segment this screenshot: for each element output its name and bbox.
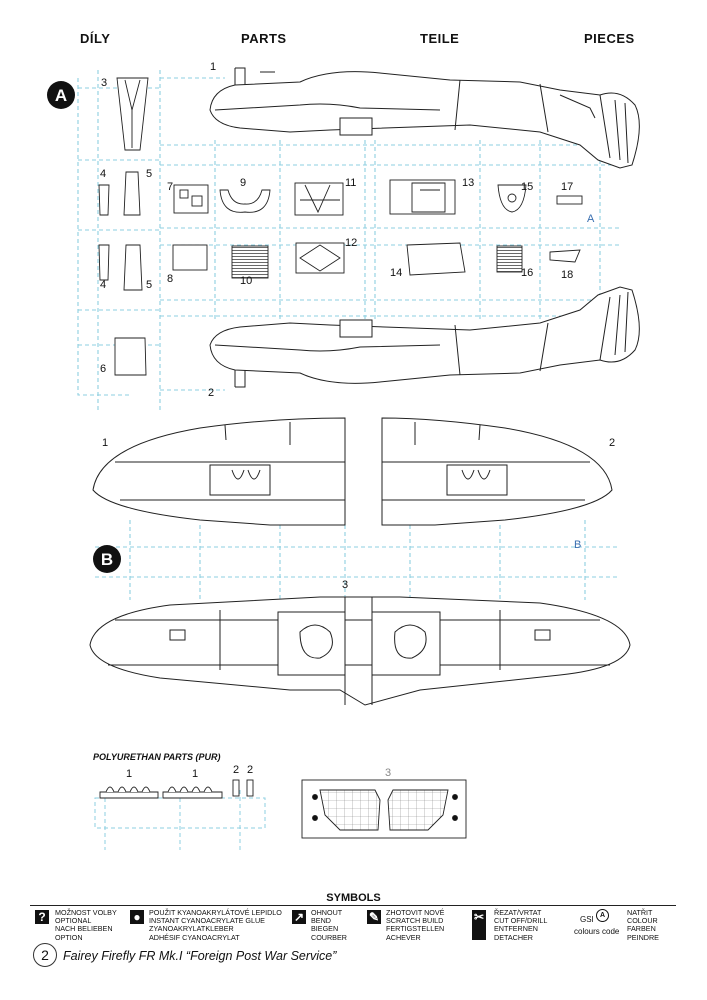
- fuselage-half-2: [209, 286, 640, 388]
- wing-halves: [92, 417, 613, 526]
- pur-frame: [94, 790, 266, 850]
- part-label-17: 17: [561, 181, 573, 193]
- pur-panel-3: [301, 779, 467, 839]
- part-label-5a: 5: [146, 168, 152, 180]
- part-label-15: 15: [521, 181, 533, 193]
- part-label-2: 2: [208, 387, 214, 399]
- sprue-b-mark: B: [574, 539, 581, 551]
- pur-label-2a: 2: [233, 764, 239, 776]
- question-icon: ?: [35, 910, 49, 924]
- part-label-13: 13: [462, 177, 474, 189]
- fuselage-half-1: [209, 67, 640, 169]
- part-label-1: 1: [210, 61, 216, 73]
- part-label-16: 16: [521, 267, 533, 279]
- pur-label-1b: 1: [192, 768, 198, 780]
- part-label-3: 3: [101, 77, 107, 89]
- symbols-title: SYMBOLS: [326, 892, 381, 904]
- svg-text:A: A: [55, 86, 67, 105]
- part-label-7: 7: [167, 181, 173, 193]
- pur-title: POLYURETHAN PARTS (PUR): [93, 752, 221, 762]
- cut-off-icon: ✂: [472, 910, 486, 940]
- wing-label-3: 3: [342, 579, 348, 591]
- svg-text:B: B: [101, 550, 113, 569]
- symbols-divider: [30, 905, 676, 906]
- pur-parts: [99, 779, 254, 799]
- lower-wing: [89, 596, 631, 706]
- part-label-18: 18: [561, 269, 573, 281]
- part-label-10: 10: [240, 275, 252, 287]
- small-parts-a: [98, 77, 583, 376]
- part-label-8: 8: [167, 273, 173, 285]
- part-label-4a: 4: [100, 168, 106, 180]
- header-fr: PIECES: [584, 31, 635, 46]
- paint-icon: A: [596, 909, 609, 922]
- pur-label-2b: 2: [247, 764, 253, 776]
- wing-label-1: 1: [102, 437, 108, 449]
- sprue-b-badge: B: [93, 545, 121, 573]
- header-de: TEILE: [420, 31, 460, 46]
- part-label-14: 14: [390, 267, 402, 279]
- header-cz: DÍLY: [80, 31, 111, 46]
- header-en: PARTS: [241, 31, 287, 46]
- part-label-12: 12: [345, 237, 357, 249]
- page-number: 2: [33, 943, 57, 967]
- sprue-a-frame: [77, 70, 620, 410]
- scratch-build-icon: ✎: [367, 910, 381, 924]
- sprue-a-mark: A: [587, 213, 595, 225]
- sprue-a-badge: A: [47, 81, 75, 109]
- pur-label-3: 3: [385, 767, 391, 779]
- colours-code-label: colours code: [574, 927, 620, 936]
- part-label-5b: 5: [146, 279, 152, 291]
- bend-icon: ↗: [292, 910, 306, 924]
- glue-drop-icon: ●: [130, 910, 144, 924]
- sprue-b-frame: [95, 520, 620, 600]
- part-label-9: 9: [240, 177, 246, 189]
- pur-label-1a: 1: [126, 768, 132, 780]
- footer-title: Fairey Firefly FR Mk.I “Foreign Post War…: [63, 949, 337, 963]
- part-label-6: 6: [100, 363, 106, 375]
- wing-label-2: 2: [609, 437, 615, 449]
- gsi-label: GSI: [580, 915, 594, 924]
- part-label-11: 11: [345, 177, 356, 189]
- part-label-4b: 4: [100, 279, 106, 291]
